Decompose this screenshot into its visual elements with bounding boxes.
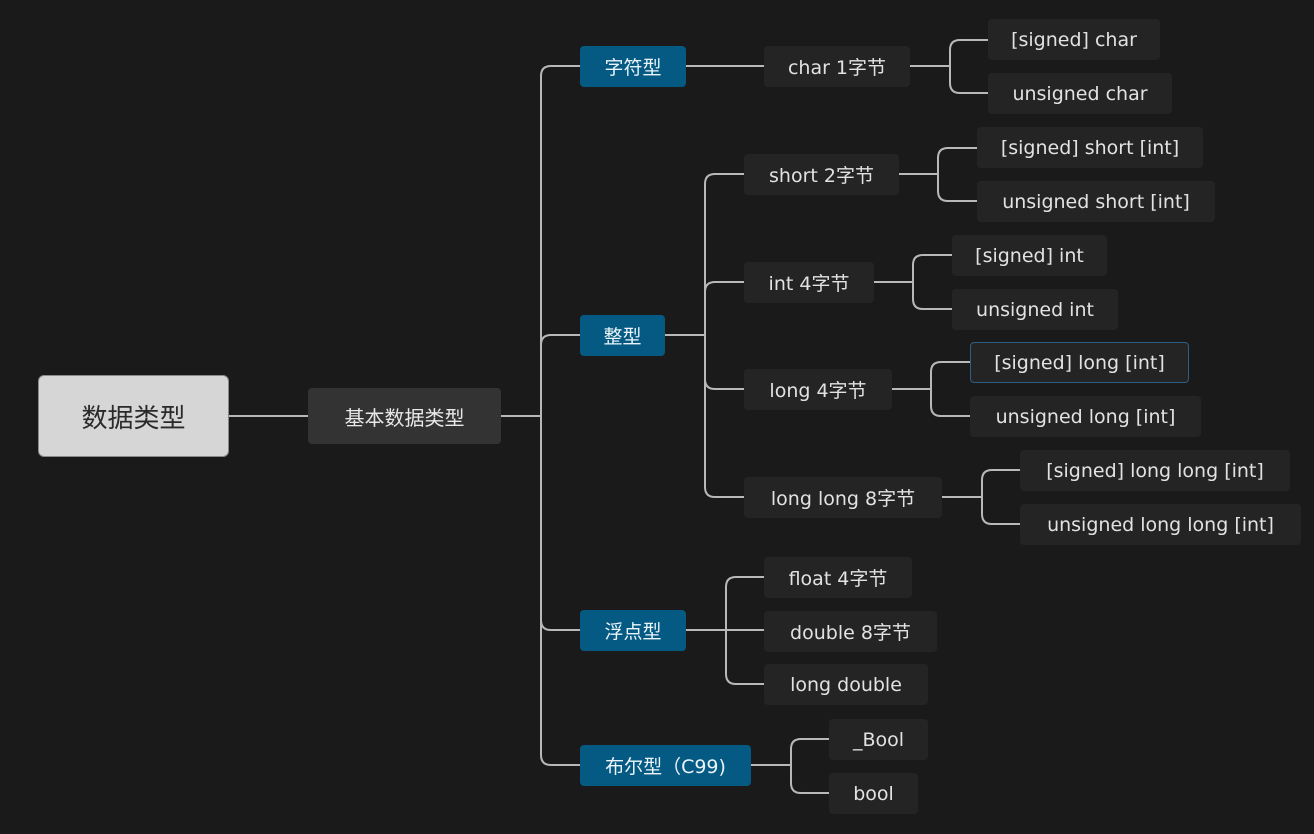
variant-node-unsigned-int[interactable]: unsigned int	[952, 289, 1118, 330]
float-type-long-double[interactable]: long double	[764, 664, 928, 705]
link-longlong-branch	[981, 497, 1020, 525]
link-int-branch	[704, 335, 744, 498]
bool-type-underscore-bool[interactable]: _Bool	[829, 719, 928, 760]
link-main-branch	[540, 416, 580, 766]
size-node-long-long[interactable]: long long 8字节	[744, 477, 942, 518]
link-main-branch	[540, 334, 580, 416]
link-short-branch	[937, 147, 977, 174]
link-char-variants-branch	[949, 66, 988, 94]
root-node[interactable]: 数据类型	[38, 375, 229, 457]
link-intsize-branch	[912, 254, 952, 282]
link-bool-branch	[790, 765, 829, 794]
category-bool[interactable]: 布尔型（C99)	[580, 745, 751, 786]
link-main-branch	[540, 416, 580, 631]
variant-node-signed-char[interactable]: [signed] char	[988, 19, 1160, 60]
variant-node-signed-short[interactable]: [signed] short [int]	[977, 127, 1203, 168]
variant-node-unsigned-long[interactable]: unsigned long [int]	[970, 396, 1201, 437]
float-type-double[interactable]: double 8字节	[764, 611, 937, 652]
variant-node-unsigned-short[interactable]: unsigned short [int]	[977, 181, 1215, 222]
link-long-branch	[930, 389, 970, 417]
variant-node-signed-int[interactable]: [signed] int	[952, 235, 1107, 276]
link-short-branch	[937, 174, 977, 202]
link-bool-branch	[790, 738, 829, 765]
category-float[interactable]: 浮点型	[580, 610, 686, 651]
category-char[interactable]: 字符型	[580, 46, 686, 87]
bool-type-bool[interactable]: bool	[829, 773, 918, 814]
variant-node-unsigned-long-long[interactable]: unsigned long long [int]	[1020, 504, 1301, 545]
link-intsize-branch	[912, 282, 952, 310]
link-int-branch	[704, 281, 744, 335]
link-int-branch	[704, 173, 744, 335]
variant-node-unsigned-char[interactable]: unsigned char	[988, 73, 1172, 114]
link-int-branch	[704, 335, 744, 390]
size-node-short[interactable]: short 2字节	[744, 154, 899, 195]
variant-node-signed-long[interactable]: [signed] long [int]	[970, 342, 1189, 383]
size-node-char[interactable]: char 1字节	[764, 46, 910, 87]
link-long-branch	[930, 361, 970, 389]
main-node[interactable]: 基本数据类型	[308, 388, 501, 444]
link-char-variants-branch	[949, 39, 988, 66]
float-type-float[interactable]: float 4字节	[764, 557, 912, 598]
link-float-branch	[725, 576, 764, 630]
size-node-long[interactable]: long 4字节	[744, 369, 892, 410]
size-node-int[interactable]: int 4字节	[744, 262, 874, 303]
category-int[interactable]: 整型	[580, 315, 665, 356]
variant-node-signed-long-long[interactable]: [signed] long long [int]	[1020, 450, 1290, 491]
link-main-branch	[540, 65, 580, 416]
link-float-branch	[725, 630, 764, 685]
link-longlong-branch	[981, 469, 1020, 497]
